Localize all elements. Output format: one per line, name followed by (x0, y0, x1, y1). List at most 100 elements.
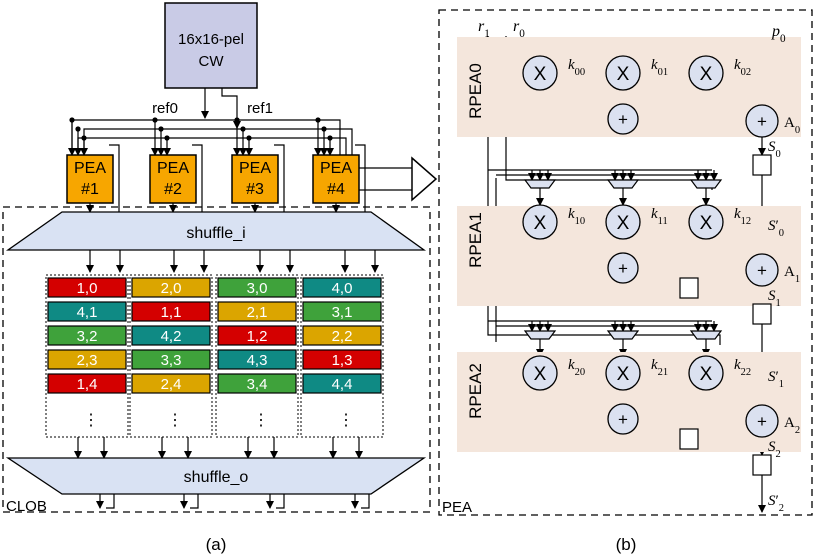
final-output-label-prime: ′ (776, 493, 779, 509)
accumulator-symbol: + (757, 261, 767, 280)
multiplier-symbol: X (617, 213, 630, 234)
final-output-label-base: S (768, 493, 776, 509)
junction-dot (240, 126, 246, 132)
pre-sum-label-base: S (768, 218, 776, 234)
shuffle-out-return-wire (106, 494, 115, 509)
buffer-cell-label: 2,2 (332, 328, 353, 345)
input-r0-sub: 0 (519, 28, 525, 40)
adder-node (607, 252, 639, 284)
mux-block (606, 330, 640, 340)
pea-frame (438, 9, 813, 516)
coefficient-label: k10 (568, 206, 585, 227)
multiplier-symbol: X (534, 364, 547, 385)
accumulator-label-base: A (784, 415, 795, 431)
junction-dot (158, 126, 164, 132)
multiplier-node (522, 204, 558, 240)
stage-output-label-sub: 1 (776, 298, 781, 309)
buffer-cell-label: 4,1 (77, 304, 98, 321)
buffer-cell-label: 4,3 (247, 352, 268, 369)
buffer-cell (47, 277, 127, 298)
buffer-cell (302, 301, 382, 322)
coefficient-label: k12 (734, 206, 751, 227)
buffer-cell (302, 373, 382, 394)
coefficient-label-base: k (651, 206, 658, 222)
coefficient-label-base: k (651, 357, 658, 373)
accumulator-node (745, 104, 779, 138)
pre-sum-label-sub: 0 (779, 228, 784, 239)
rpea-row-label: RPEA0 (466, 63, 485, 119)
pea-box (231, 154, 279, 204)
pea-number: #3 (246, 181, 264, 198)
multiplier-node (688, 204, 724, 240)
stage-output-label: S0 (768, 139, 781, 160)
buffer-cell (47, 349, 127, 370)
junction-dot (327, 135, 333, 141)
multiplier-symbol: X (534, 213, 547, 234)
stage-output-label-sub: 0 (776, 149, 781, 160)
shape-layer (2, 2, 813, 516)
junction-dot (234, 117, 240, 123)
coefficient-label: k00 (568, 57, 585, 78)
pea-number: #1 (81, 181, 99, 198)
buffer-cell-label: 2,1 (247, 304, 268, 321)
buffer-cell (302, 349, 382, 370)
shuffle-in-label: shuffle_i (186, 225, 245, 242)
accumulator-symbol: + (757, 112, 767, 131)
buffer-cell (217, 373, 297, 394)
stage-output-label: S2 (768, 439, 781, 460)
shuffle-out-return-wire (361, 494, 370, 509)
junction-dot (152, 117, 158, 123)
pre-sum-label-base: S (768, 369, 776, 385)
coefficient-label-base: k (568, 57, 575, 73)
adder-symbol: + (618, 110, 628, 129)
final-output-label: S′2 (768, 493, 784, 514)
junction-dot (164, 135, 170, 141)
pipeline-register (679, 428, 699, 450)
caption-b: (b) (616, 535, 637, 554)
buffer-cell (131, 373, 211, 394)
coefficient-label: k11 (651, 206, 668, 227)
pea-feedback-wire (192, 144, 203, 212)
buffer-cell (131, 325, 211, 346)
buffer-cell (217, 277, 297, 298)
buffer-cell-label: 3,2 (77, 328, 98, 345)
coefficient-label: k22 (734, 357, 751, 378)
buffer-cell-label: 3,0 (247, 280, 268, 297)
accumulator-node (745, 253, 779, 287)
buffer-cell (47, 325, 127, 346)
pea-box (149, 154, 197, 204)
adder-node (607, 403, 639, 435)
handoff-arrow-head (411, 156, 438, 202)
buffer-cell (217, 301, 297, 322)
pea-frame-label: PEA (442, 499, 472, 516)
coefficient-label-base: k (734, 357, 741, 373)
multiplier-symbol: X (534, 64, 547, 85)
buffer-cell-label: 3,3 (161, 352, 182, 369)
shuffle-out-return-wire (276, 494, 285, 509)
coefficient-label-sub: 02 (741, 67, 752, 78)
multiplier-node (522, 55, 558, 91)
clob-frame (2, 206, 431, 513)
accumulator-label-sub: 0 (795, 125, 800, 136)
ref1-label: ref1 (247, 100, 273, 117)
buffer-cell (47, 373, 127, 394)
output-register (752, 454, 772, 476)
pea-name: PEA (74, 160, 106, 177)
accumulator-symbol: + (757, 412, 767, 431)
ref1-bus (83, 128, 353, 155)
column-frame (215, 274, 299, 438)
multiplier-node (605, 55, 641, 91)
buffer-cell (47, 301, 127, 322)
clob-label: CLOB (6, 498, 47, 515)
final-output-label-sub: 2 (779, 503, 784, 514)
output-register (752, 303, 772, 325)
accumulator-label-base: A (784, 115, 795, 131)
caption-a: (a) (206, 535, 227, 554)
buffer-cell (131, 349, 211, 370)
coefficient-label-sub: 21 (658, 367, 669, 378)
ref0-label: ref0 (152, 100, 178, 117)
coefficient-label-base: k (734, 206, 741, 222)
adder-symbol: + (618, 410, 628, 429)
